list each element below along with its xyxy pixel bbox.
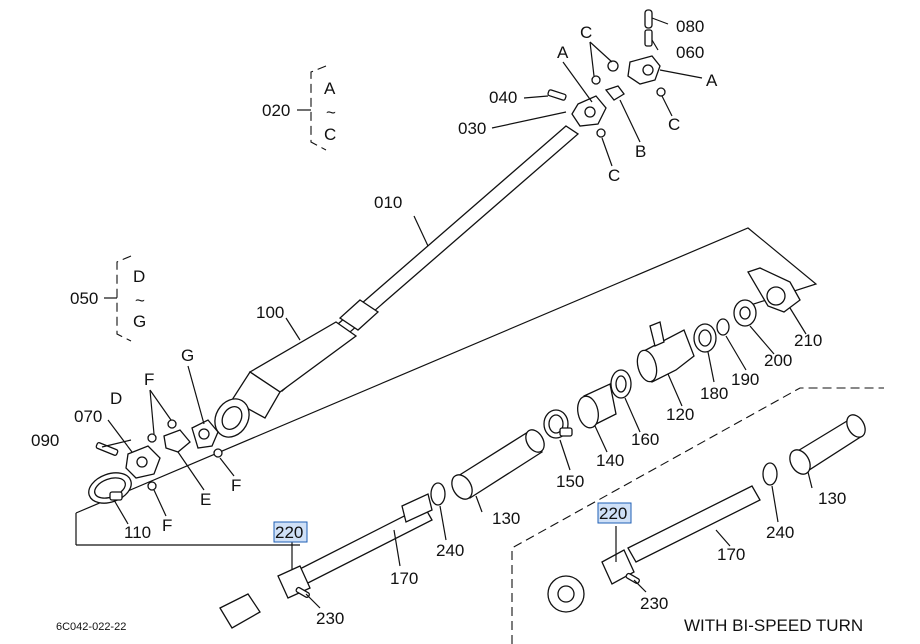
callout-e: E [200, 490, 211, 509]
part-220-bi-highlight [597, 502, 632, 524]
letter-callouts: A C A C B C F G D E F F [110, 23, 718, 535]
part-label-130-bi[interactable]: 130 [818, 489, 846, 508]
callout-c-right: C [668, 115, 680, 134]
variant-label: WITH BI-SPEED TURN [684, 616, 863, 635]
part-label-170-bi[interactable]: 170 [717, 545, 745, 564]
part-label-150[interactable]: 150 [556, 472, 584, 491]
part-label-190[interactable]: 190 [731, 370, 759, 389]
part-label-210[interactable]: 210 [794, 331, 822, 350]
group-050-tilde: ~ [135, 291, 145, 310]
part-label-220[interactable]: 220 [275, 523, 303, 542]
group-020-tilde: ~ [326, 103, 336, 122]
part-labels: 010 030 040 080 060 070 090 100 110 120 … [31, 17, 846, 628]
part-label-230-bi[interactable]: 230 [640, 594, 668, 613]
part-label-060[interactable]: 060 [676, 43, 704, 62]
callout-f-top: F [144, 370, 154, 389]
upper-universal-joint [547, 9, 666, 138]
group-020-bottom: C [324, 125, 336, 144]
callout-f-bottom: F [162, 516, 172, 535]
group-020-top: A [324, 79, 336, 98]
part-label-020[interactable]: 020 [262, 101, 290, 120]
part-label-100[interactable]: 100 [256, 303, 284, 322]
part-label-230[interactable]: 230 [316, 609, 344, 628]
part-label-200[interactable]: 200 [764, 351, 792, 370]
figure-reference: 6C042-022-22 [56, 621, 126, 633]
part-220-highlight [273, 521, 308, 543]
part-label-240[interactable]: 240 [436, 541, 464, 560]
part-label-010[interactable]: 010 [374, 193, 402, 212]
part-label-140[interactable]: 140 [596, 451, 624, 470]
shifter-group [543, 267, 801, 439]
part-label-180[interactable]: 180 [700, 384, 728, 403]
part-label-160[interactable]: 160 [631, 430, 659, 449]
group-020-bracket: 020 A ~ C [262, 65, 336, 151]
lower-shaft-bi-speed [547, 414, 866, 613]
part-label-110[interactable]: 110 [124, 523, 151, 542]
callout-a-right: A [706, 71, 718, 90]
part-label-040[interactable]: 040 [489, 88, 517, 107]
main-assembly-frame [75, 227, 818, 514]
callout-b: B [635, 142, 646, 161]
part-label-130[interactable]: 130 [492, 509, 520, 528]
group-050-bracket: 050 D ~ G [70, 255, 146, 342]
part-label-030[interactable]: 030 [458, 119, 486, 138]
callout-g: G [181, 346, 194, 365]
leader-lines [101, 17, 813, 609]
part-label-170[interactable]: 170 [390, 569, 418, 588]
part-label-070[interactable]: 070 [74, 407, 102, 426]
callout-f-right: F [231, 476, 241, 495]
part-label-050[interactable]: 050 [70, 289, 98, 308]
callout-c-top: C [580, 23, 592, 42]
part-label-090[interactable]: 090 [31, 431, 59, 450]
part-label-120[interactable]: 120 [666, 405, 694, 424]
group-050-bottom: G [133, 312, 146, 331]
callout-d: D [110, 389, 122, 408]
callout-a-upper: A [557, 43, 569, 62]
lower-shaft-main [219, 429, 545, 629]
group-050-top: D [133, 267, 145, 286]
callout-c-bottom: C [608, 166, 620, 185]
part-label-220-bi[interactable]: 220 [599, 504, 627, 523]
cover-100 [214, 321, 358, 438]
part-label-240-bi[interactable]: 240 [766, 523, 794, 542]
bi-speed-turn-frame [511, 387, 884, 644]
part-label-080[interactable]: 080 [676, 17, 704, 36]
